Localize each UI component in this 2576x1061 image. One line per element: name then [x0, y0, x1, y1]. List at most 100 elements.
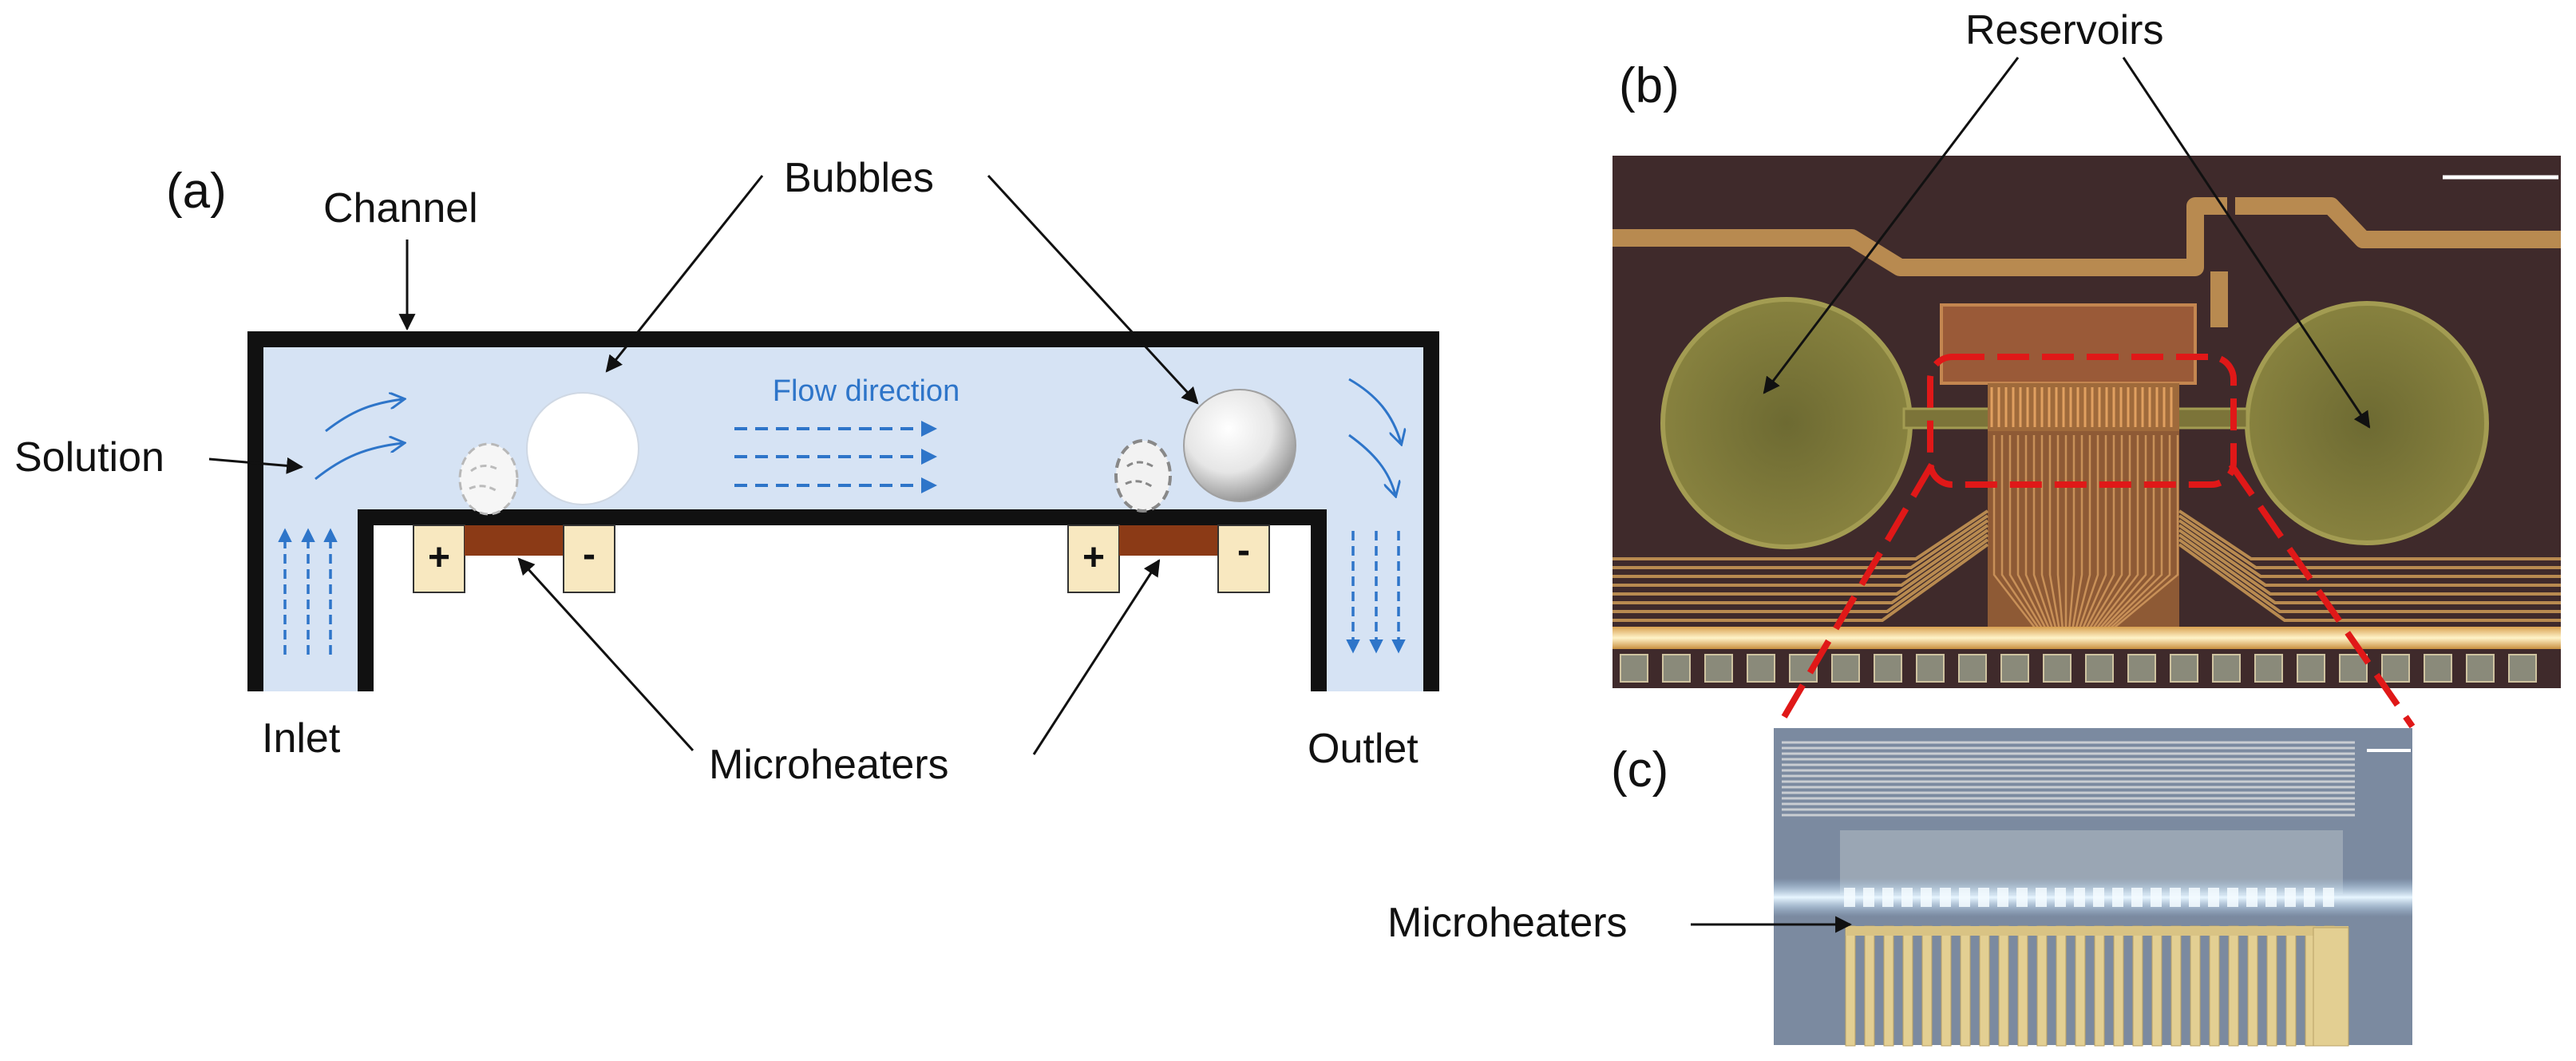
microheaters-label-c: Microheaters	[1387, 900, 1628, 946]
routing-trace-left	[1612, 524, 1989, 587]
electrode-finger	[2190, 925, 2201, 1047]
glow-segment	[2036, 888, 2047, 907]
channel-label: Channel	[323, 185, 478, 232]
panel-c-micrograph: (c) Microheaters	[1387, 728, 2412, 1047]
glow-segment	[2227, 888, 2238, 907]
bond-pad	[1662, 654, 1691, 683]
glow-segment	[1863, 888, 1874, 907]
electrode-wide-pad	[2313, 927, 2349, 1047]
bond-pad	[1704, 654, 1733, 683]
routing-trace-left	[1612, 538, 1989, 613]
electrode-plus-left	[413, 525, 465, 593]
electrode-finger	[1998, 925, 2009, 1047]
routing-trace-right	[2178, 538, 2561, 613]
bond-pad	[2000, 654, 2029, 683]
bond-pad	[2127, 654, 2156, 683]
electrode-finger	[2247, 925, 2258, 1047]
routing-trace-left	[1612, 533, 1989, 604]
routing-trace-left	[1612, 529, 1989, 596]
glow-segment	[1997, 888, 2008, 907]
electrode-minus-right-label: -	[1237, 529, 1250, 572]
glow-segment	[2093, 888, 2104, 907]
electrode-finger	[2017, 925, 2028, 1047]
glow-segment	[2170, 888, 2181, 907]
routing-trace-left	[1612, 509, 1989, 560]
glow-segment	[1882, 888, 1893, 907]
routing-trace-left	[1612, 543, 1989, 622]
routing-trace-right	[2178, 514, 2561, 569]
solution-label: Solution	[14, 434, 164, 481]
lead-line	[2110, 435, 2179, 631]
routing-trace-right	[2178, 529, 2561, 596]
routing-trace-right	[2178, 543, 2561, 622]
heater-glow-segments	[1844, 888, 2334, 907]
electrode-minus-right	[1217, 525, 1270, 593]
routing-trace-right	[2178, 524, 2561, 587]
bond-pad	[2424, 654, 2452, 683]
electrode-finger	[2075, 925, 2086, 1047]
bond-pad	[2297, 654, 2325, 683]
electrode-minus-left-label: -	[583, 533, 596, 576]
bubble-small-left-texture	[469, 465, 499, 493]
bond-pad	[2212, 654, 2241, 683]
side-traces-left	[1612, 509, 1989, 622]
heater-pad-block	[1940, 303, 2197, 385]
bubbles-pointer-left	[605, 175, 764, 373]
glow-segment	[2151, 888, 2162, 907]
panel-c-label: (c)	[1611, 742, 1668, 798]
top-parallel-lines	[1782, 741, 2355, 817]
bond-pad	[1916, 654, 1945, 683]
bubble-small-right	[1114, 439, 1172, 513]
top-gold-traces	[1612, 197, 2561, 327]
reservoir-left	[1660, 297, 1913, 549]
lead-line	[2074, 435, 2091, 631]
electrode-plus-left-label: +	[428, 536, 450, 579]
panel-b-label: (b)	[1619, 58, 1680, 113]
electrode-finger	[2170, 925, 2182, 1047]
bond-pad	[2170, 654, 2198, 683]
microheater-right	[1119, 525, 1218, 556]
electrode-finger	[2151, 925, 2162, 1047]
reservoirs-pointer-right	[2122, 57, 2371, 429]
bond-pad	[2043, 654, 2071, 683]
electrode-finger	[1979, 925, 1990, 1047]
electrode-finger	[2132, 925, 2143, 1047]
channel-outer-wall	[247, 331, 1439, 691]
bubbles-label: Bubbles	[784, 155, 934, 201]
bond-pad	[1747, 654, 1775, 683]
flow-direction-arrows	[734, 421, 937, 493]
microheater-left	[465, 525, 564, 556]
glow-segment	[2112, 888, 2123, 907]
electrode-finger	[2056, 925, 2067, 1047]
glow-segment	[2304, 888, 2315, 907]
glow-segment	[2016, 888, 2028, 907]
bond-pad	[2508, 654, 2537, 683]
bond-pad	[1874, 654, 1902, 683]
outlet-flow-arrows	[1348, 378, 1401, 495]
glow-segment	[2055, 888, 2066, 907]
glow-segment	[1978, 888, 1989, 907]
electrode-finger	[2094, 925, 2105, 1047]
electrode-bus	[1846, 926, 2348, 936]
panel-a-schematic: (a) + - + - Flow direction	[14, 155, 1439, 788]
bottom-bright-strip	[1612, 627, 2561, 649]
electrode-finger	[2036, 925, 2048, 1047]
glow-segment	[2246, 888, 2257, 907]
solution-pointer	[208, 457, 304, 474]
zoom-line-right	[2228, 462, 2416, 729]
microheaters-label-a: Microheaters	[709, 742, 949, 788]
electrode-finger	[1902, 925, 1913, 1047]
panel-b-micrograph: (b) Reservoirs	[1612, 7, 2561, 729]
electrode-plus-right-label: +	[1082, 536, 1105, 579]
routing-trace-right	[2178, 509, 2561, 560]
glow-segment	[2265, 888, 2277, 907]
channel-inner-wall	[358, 509, 1327, 691]
inlet-label: Inlet	[262, 715, 341, 762]
bond-pad	[2381, 654, 2410, 683]
glow-segment	[2323, 888, 2334, 907]
electrode-finger	[1960, 925, 1971, 1047]
lead-line	[2040, 435, 2058, 631]
bond-pad	[2085, 654, 2114, 683]
glow-segment	[2285, 888, 2296, 907]
